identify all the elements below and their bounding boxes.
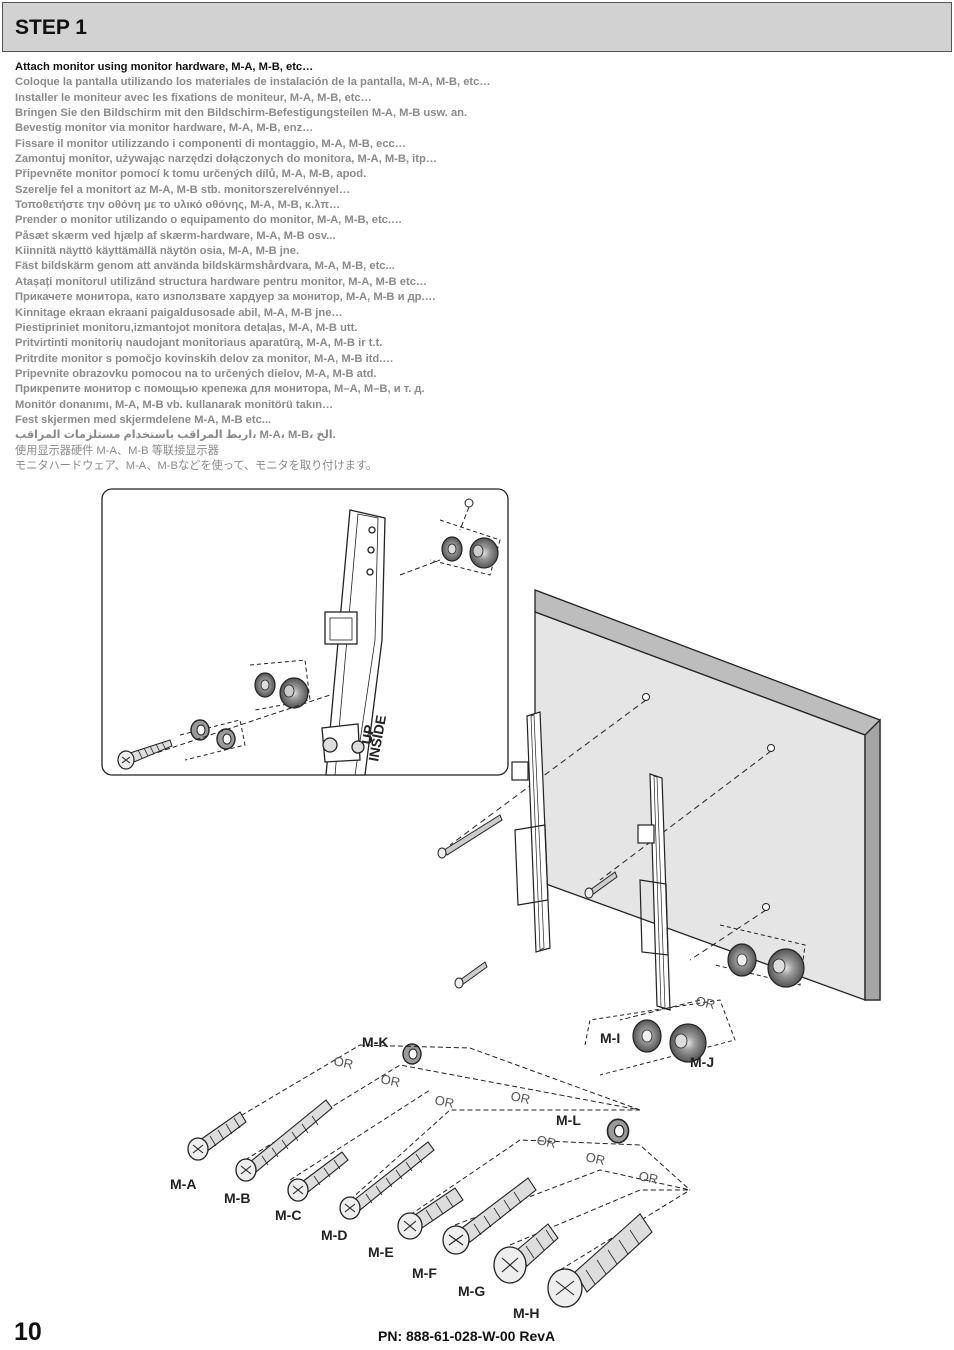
step-header: STEP 1 [2, 2, 952, 52]
instruction-line: Bringen Sie den Bildschirm mit den Bilds… [15, 107, 468, 120]
screw-m-h-icon [547, 1213, 653, 1308]
screw-m-b-icon [235, 1099, 333, 1182]
screw-m-a-icon [187, 1111, 247, 1161]
part-label-m-e: M-E [368, 1244, 394, 1260]
screw-icon [117, 739, 173, 770]
wall-bracket-right [637, 773, 671, 1011]
screw-m-e-icon [397, 1187, 464, 1240]
instruction-line: Pritrdite monitor s pomočjo kovinskih de… [15, 352, 394, 365]
mounting-lines [449, 693, 775, 961]
or-label: OR [694, 993, 716, 1012]
instruction-line: Attach monitor using monitor hardware, M… [15, 61, 314, 73]
screw-m-f-icon [442, 1177, 537, 1255]
instruction-line: اربط المراقب باستخدام مستلزمات المراقب، … [15, 429, 336, 442]
or-label: OR [509, 1088, 531, 1107]
instruction-line: Fissare il monitor utilizzando i compone… [15, 137, 406, 150]
or-label: OR [637, 1168, 659, 1187]
spacer-icon [767, 948, 805, 988]
screw-m-c-icon [287, 1151, 349, 1202]
panel-spacers [619, 924, 806, 1021]
washer-icon [190, 719, 210, 741]
instructions-block: Attach monitor using monitor hardware, M… [15, 60, 615, 474]
part-number: PN: 888-61-028-W-00 RevA [378, 1328, 556, 1344]
instruction-line: Pritvirtinti monitorių naudojant monitor… [15, 337, 383, 350]
instruction-line: Prender o monitor utilizando o equipamen… [15, 214, 403, 227]
washer-large-icon [606, 1118, 630, 1144]
part-label-m-a: M-A [170, 1176, 196, 1192]
instruction-line: Coloque la pantalla utilizando los mater… [15, 76, 491, 89]
part-label-m-b: M-B [224, 1190, 250, 1206]
or-label: OR [433, 1092, 455, 1111]
part-label-m-f: M-F [412, 1265, 437, 1281]
detail-inset: UP INSIDE [101, 488, 509, 776]
or-label: OR [379, 1071, 401, 1090]
instruction-line: Szerelje fel a monitort az M-A, M-B stb.… [15, 183, 351, 196]
screw-m-g-icon [493, 1223, 559, 1284]
instruction-line: モニタハードウェア、M-A、M-Bなどを使って、モニタを取り付けます。 [15, 459, 378, 472]
inside-label: INSIDE [365, 714, 389, 763]
part-label-m-c: M-C [275, 1207, 301, 1223]
part-label-m-g: M-G [458, 1283, 485, 1299]
or-label: OR [535, 1132, 557, 1151]
detail-spacers-top [399, 498, 501, 576]
part-label-m-k: M-K [362, 1034, 388, 1050]
instruction-line: Påsæt skærm ved hjælp af skærm-hardware,… [15, 229, 336, 242]
instruction-line: Τοποθετήστε την οθόνη με το υλικό οθόνης… [15, 199, 341, 212]
instruction-line: Installer le moniteur avec les fixations… [15, 91, 372, 104]
assembly-diagram: UP INSIDE [101, 488, 881, 1320]
spacer-long-icon [669, 1023, 707, 1063]
part-label-m-d: M-D [321, 1227, 347, 1243]
instruction-line: 使用显示器硬件 M-A、M-B 等联接显示器 [15, 444, 219, 457]
instruction-line: Прикачете монитора, като използвате хард… [15, 291, 436, 304]
bracket-detail [321, 509, 386, 776]
instruction-line: Atașați monitorul utilizând structura ha… [15, 275, 428, 288]
screw-icon [454, 961, 488, 989]
part-label-m-h: M-H [513, 1305, 539, 1320]
instruction-line: Fest skjermen med skjermdelene M-A, M-B … [15, 413, 272, 426]
screw-icon [437, 814, 503, 859]
monitor-panel [534, 589, 881, 1001]
or-label: OR [584, 1149, 606, 1168]
step-title: STEP 1 [15, 16, 87, 39]
spacers-mi-mj [584, 999, 736, 1076]
instruction-line: Fäst bildskärm genom att använda bildskä… [15, 260, 395, 273]
instruction-line: Прикрепите монитор с помощью крепежа для… [15, 383, 425, 396]
instruction-line: Piestipriniet monitoru,izmantojot monito… [15, 321, 358, 334]
page-number: 10 [14, 1318, 42, 1346]
instruction-line: Kinnitage ekraan ekraani paigaldusosade … [15, 306, 343, 319]
part-label-m-j: M-J [690, 1054, 714, 1070]
instruction-line: Bevestig monitor via monitor hardware, M… [15, 122, 314, 135]
or-label: OR [332, 1053, 354, 1072]
instruction-line: Pripevnite obrazovku pomocou na to určen… [15, 367, 377, 380]
part-label-m-i: M-I [600, 1030, 620, 1046]
part-label-m-l: M-L [556, 1112, 581, 1128]
instruction-line: Kiinnitä näyttö käyttämällä näytön osia,… [15, 245, 300, 258]
screw-icon [584, 871, 618, 899]
instruction-line: Zamontuj monitor, używając narzędzi dołą… [15, 153, 438, 166]
screw-m-d-icon [339, 1141, 435, 1220]
instruction-line: Monitör donanımı, M-A, M-B vb. kullanara… [15, 398, 334, 411]
detail-spacers-bottom [117, 659, 331, 770]
instruction-line: Připevněte monitor pomocí k tomu určenýc… [15, 168, 367, 181]
wall-bracket-left [511, 711, 551, 953]
